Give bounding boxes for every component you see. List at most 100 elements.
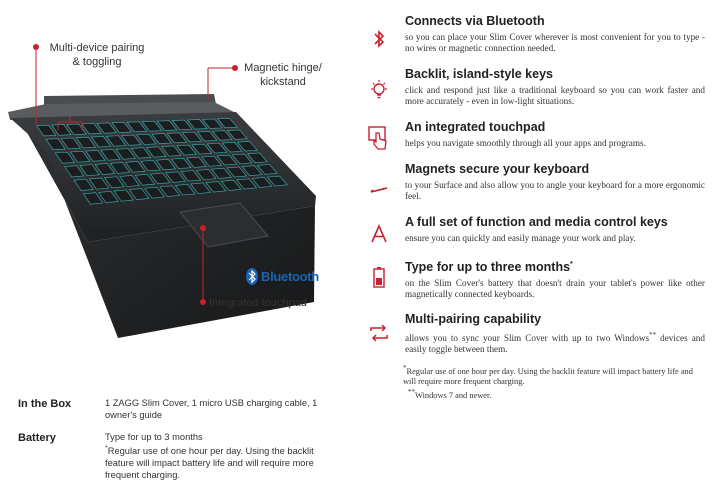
key	[171, 119, 193, 131]
key	[166, 132, 188, 144]
key	[82, 192, 104, 205]
callout-dot-pairing	[33, 44, 39, 50]
callout-pairing: Multi-device pairing & toggling	[43, 41, 151, 69]
feature-desc: ensure you can quickly and easily manage…	[405, 233, 636, 243]
key	[236, 141, 258, 152]
feature-desc-text: allows you to sync your Slim Cover with …	[405, 333, 650, 344]
spec-value-note: *Regular use of one hour per day. Using …	[105, 443, 330, 481]
feature-desc: so you can place your Slim Cover whereve…	[405, 32, 705, 53]
key	[90, 136, 112, 148]
key	[88, 177, 110, 190]
key	[119, 175, 140, 187]
key	[136, 133, 157, 145]
key	[144, 186, 165, 199]
bluetooth-icon	[374, 30, 385, 48]
footnote-2: **Windows 7 and newer.	[403, 387, 703, 401]
feature-desc: click and respond just like a traditiona…	[405, 85, 705, 106]
key	[211, 167, 232, 179]
key	[246, 152, 268, 163]
key	[165, 171, 186, 183]
key	[186, 119, 208, 130]
key	[94, 163, 116, 175]
key	[231, 153, 253, 165]
key	[96, 122, 117, 134]
key	[79, 164, 100, 177]
feature-desc: on the Slim Cover's battery that doesn't…	[405, 278, 705, 299]
bluetooth-rune-icon	[246, 268, 258, 285]
key	[174, 184, 196, 196]
key	[128, 188, 150, 200]
footnote-mark: *	[570, 260, 573, 268]
keyboard-image	[8, 48, 316, 338]
key	[170, 157, 192, 169]
feature-desc: to your Surface and also allow you to an…	[405, 180, 705, 201]
key	[105, 135, 127, 147]
key	[45, 138, 66, 150]
key	[195, 169, 217, 181]
key	[205, 181, 227, 193]
feature-title: Type for up to three months*	[405, 260, 573, 274]
product-illustration: Multi-device pairing & toggling Magnetic…	[0, 0, 360, 380]
key	[156, 120, 178, 131]
footnote-text: Windows 7 and newer.	[415, 390, 492, 400]
key	[201, 155, 222, 167]
callout-hinge: Magnetic hinge/ kickstand	[240, 61, 326, 89]
callout-dot-hinge	[232, 65, 238, 71]
spec-label-in-the-box: In the Box	[18, 398, 72, 410]
key	[159, 185, 181, 197]
sync-arrows-icon	[370, 324, 388, 342]
key	[141, 120, 163, 132]
key	[126, 121, 148, 133]
key	[191, 143, 213, 155]
key	[217, 118, 238, 129]
feature-title: Multi-pairing capability	[405, 312, 542, 326]
key	[206, 142, 228, 154]
key	[85, 150, 106, 162]
footnote-mark: *	[105, 445, 108, 452]
key	[241, 165, 263, 176]
key	[115, 148, 136, 160]
key	[176, 144, 197, 156]
key	[60, 137, 81, 150]
key	[161, 145, 182, 157]
key	[149, 172, 171, 185]
key	[211, 130, 233, 141]
key	[226, 166, 248, 178]
key	[151, 133, 172, 144]
feature-title: Magnets secure your keyboard	[405, 162, 590, 176]
touchpad	[179, 202, 269, 248]
spec-value-note-text: Regular use of one hour per day. Using t…	[105, 446, 314, 481]
key	[81, 123, 102, 135]
spec-label-battery: Battery	[18, 432, 56, 444]
feature-title: An integrated touchpad	[405, 120, 546, 134]
feature-title: A full set of function and media control…	[405, 215, 668, 229]
key	[155, 159, 177, 171]
bluetooth-logo: Bluetooth	[246, 268, 319, 285]
key	[73, 178, 94, 191]
key	[236, 178, 258, 190]
angle-icon	[370, 187, 388, 193]
key	[64, 165, 85, 178]
letter-a-icon	[371, 224, 387, 243]
touchpad-hand-icon	[368, 126, 387, 150]
callout-dot-touchpad-top	[200, 225, 206, 231]
key	[66, 123, 87, 135]
key	[266, 175, 288, 187]
footnote-1: *Regular use of one hour per day. Using …	[403, 363, 703, 387]
key	[75, 136, 97, 149]
key	[181, 131, 203, 143]
key	[109, 162, 131, 174]
spec-value-battery: Type for up to 3 months *Regular use of …	[105, 431, 330, 481]
key	[121, 134, 142, 146]
key	[227, 129, 248, 140]
lightbulb-icon	[371, 80, 387, 99]
key	[51, 124, 72, 136]
footnote-mark: **	[408, 387, 415, 396]
feature-title: Backlit, island-style keys	[405, 67, 553, 81]
callout-dot-touchpad	[200, 299, 206, 305]
footnotes: *Regular use of one hour per day. Using …	[403, 363, 703, 401]
spec-value-in-the-box: 1 ZAGG Slim Cover, 1 micro USB charging …	[105, 398, 318, 420]
key	[145, 146, 167, 158]
key	[113, 189, 134, 202]
feature-title: Connects via Bluetooth	[405, 14, 545, 28]
